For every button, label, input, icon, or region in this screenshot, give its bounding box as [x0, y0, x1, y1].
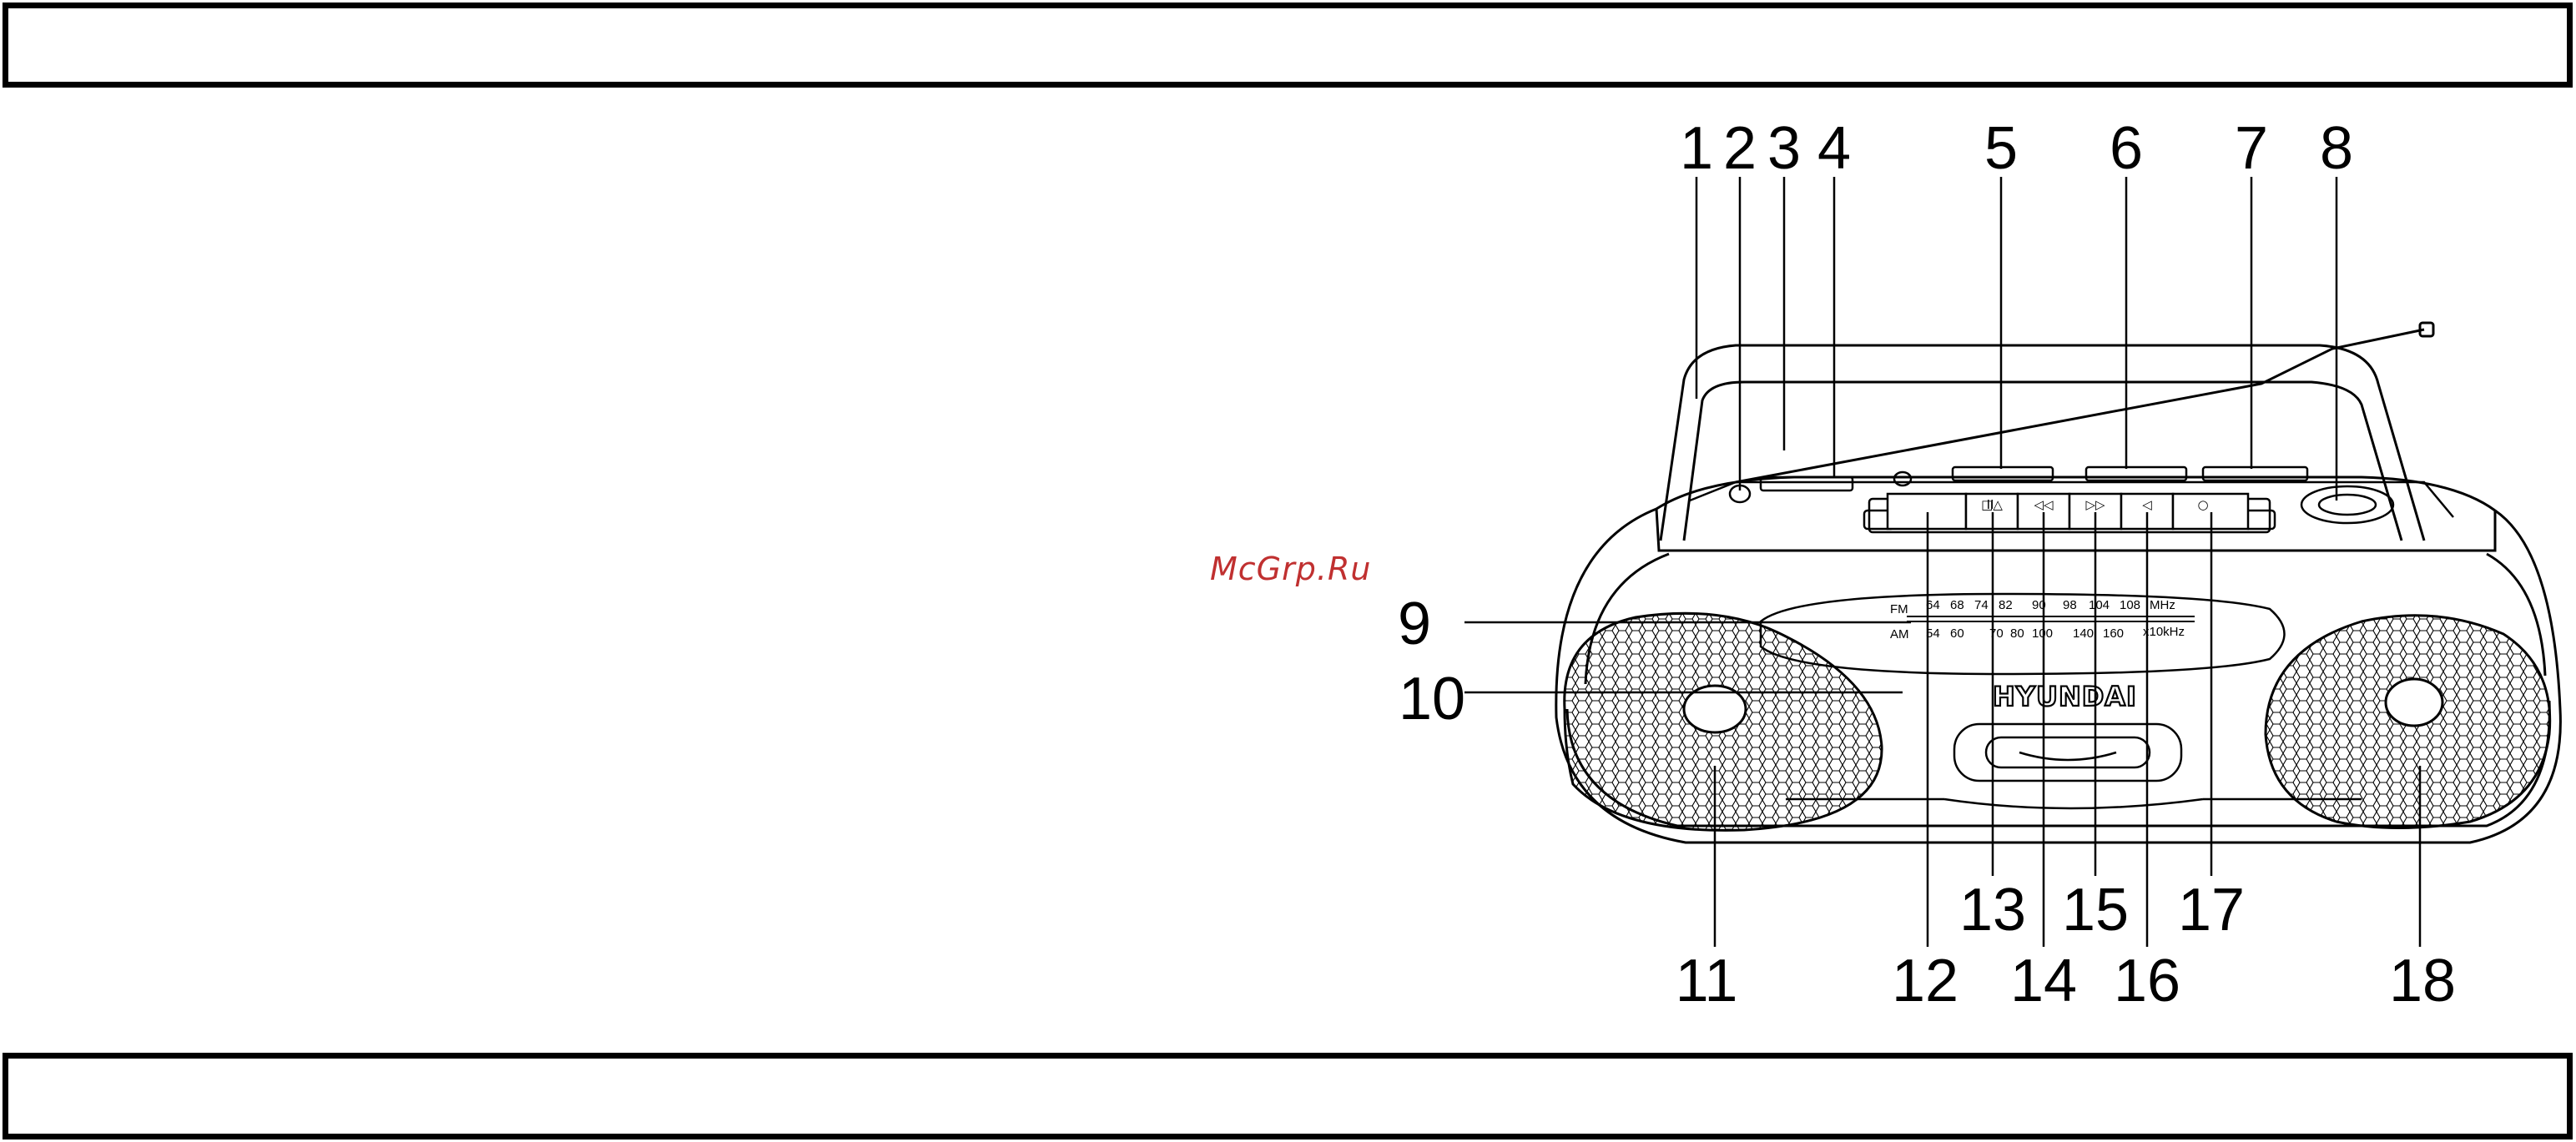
am-tick-100: 100 — [2032, 626, 2053, 641]
callout-5: 5 — [1984, 115, 2018, 182]
callout-18: 18 — [2389, 948, 2456, 1014]
callout-6: 6 — [2110, 115, 2143, 182]
callout-12: 12 — [1892, 948, 1958, 1014]
callout-11: 11 — [1676, 948, 1738, 1014]
fm-label: FM — [1890, 602, 1908, 616]
am-label: AM — [1890, 627, 1909, 641]
callout-15: 15 — [2062, 877, 2129, 943]
record-icon: ○ — [2197, 497, 2208, 512]
left-speaker — [1565, 613, 1882, 830]
am-tick-80: 80 — [2010, 626, 2024, 641]
callout-1: 1 — [1680, 115, 1713, 182]
am-tick-140: 140 — [2073, 626, 2094, 641]
callout-13: 13 — [1959, 877, 2026, 943]
callout-10: 10 — [1399, 666, 1465, 732]
am-tick-60: 60 — [1950, 626, 1964, 641]
fm-tick-104: 104 — [2089, 598, 2110, 612]
fm-tick-98: 98 — [2063, 598, 2077, 612]
am-unit: x10kHz — [2143, 625, 2185, 639]
right-speaker — [2266, 616, 2550, 828]
fast-forward-icon: ▷▷ — [2085, 497, 2105, 512]
fm-tick-74: 74 — [1974, 598, 1989, 612]
fm-tick-108: 108 — [2120, 598, 2140, 612]
callout-17: 17 — [2178, 877, 2245, 943]
brand-logo: HYUNDAI — [1993, 681, 2137, 712]
play-icon: ◁ — [2142, 497, 2152, 512]
callout-8: 8 — [2320, 115, 2353, 182]
transport-buttons: II □△ ◁◁ ▷▷ ◁ ○ — [1888, 494, 2248, 529]
am-tick-70: 70 — [1989, 626, 2004, 641]
fm-tick-68: 68 — [1950, 598, 1964, 612]
callout-16: 16 — [2114, 948, 2180, 1014]
fm-unit: MHz — [2150, 598, 2175, 612]
callout-9: 9 — [1398, 591, 1431, 657]
callout-4: 4 — [1817, 115, 1851, 182]
tuning-dial: FM AM 64 68 74 82 90 98 104 108 MHz 54 6… — [1761, 594, 2285, 674]
callout-2: 2 — [1723, 115, 1757, 182]
callout-7: 7 — [2235, 115, 2268, 182]
fm-tick-82: 82 — [1999, 598, 2013, 612]
leader-lines — [1464, 177, 2420, 947]
rewind-icon: ◁◁ — [2034, 497, 2054, 512]
callout-14: 14 — [2010, 948, 2077, 1014]
stop-eject-icon: □△ — [1981, 497, 2003, 512]
am-tick-160: 160 — [2103, 626, 2124, 641]
callout-3: 3 — [1767, 115, 1801, 182]
